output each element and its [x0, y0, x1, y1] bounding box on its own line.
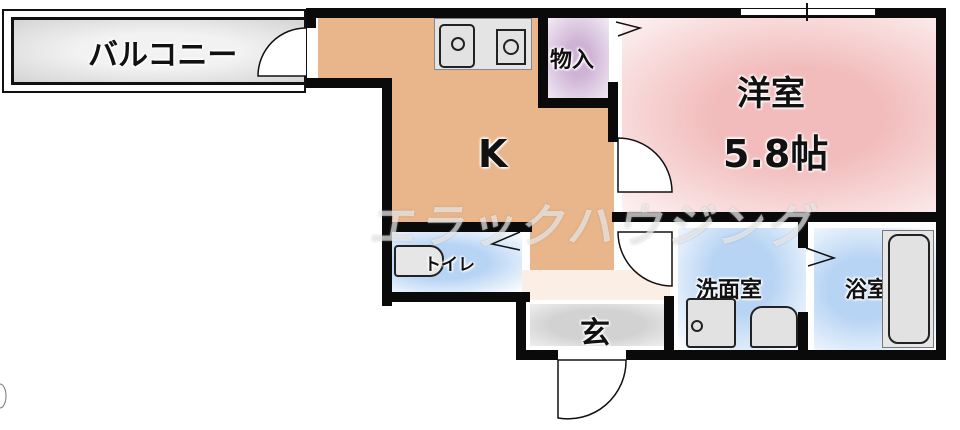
wall: [516, 350, 558, 360]
storage-door-icon: [615, 21, 643, 37]
wall: [612, 212, 946, 222]
wall: [798, 312, 808, 352]
wall: [664, 296, 674, 356]
wall: [306, 78, 392, 88]
storage-area: [547, 18, 609, 100]
stove-icon: [496, 29, 526, 65]
wall: [382, 292, 530, 302]
window-divider: [806, 3, 808, 21]
stove-burner-icon: [503, 39, 519, 55]
wall: [516, 296, 526, 360]
wall: [538, 18, 548, 108]
wall: [798, 218, 808, 248]
balcony-label: バルコニー: [88, 38, 238, 73]
bathroom-label: 浴室: [845, 278, 890, 303]
wall: [306, 8, 946, 18]
western-room-size: 5.8帖: [723, 132, 829, 176]
western-room-area: [622, 18, 942, 214]
storage-label: 物入: [550, 48, 595, 73]
bathroom-door-icon: [805, 247, 837, 267]
wall: [382, 222, 532, 232]
washing-machine-drain-icon: [691, 320, 703, 332]
western-room-door-icon: [617, 137, 673, 193]
wall: [626, 350, 946, 360]
edge-mark-icon: [0, 383, 7, 409]
toilet-label: トイレ: [424, 255, 475, 275]
wall: [936, 8, 946, 360]
window-icon: [740, 8, 876, 16]
balcony-door-icon: [257, 27, 307, 77]
washbasin-icon: [750, 306, 798, 348]
entrance-area: [530, 304, 664, 346]
western-room-label: 洋室: [737, 74, 805, 114]
sink-drain-icon: [451, 37, 465, 51]
toilet-door-icon: [489, 231, 521, 251]
wall: [382, 78, 392, 306]
entrance-label: 玄: [580, 316, 610, 351]
kitchen-label: K: [478, 132, 508, 176]
watermark: エラックハウジング: [366, 199, 824, 253]
wall: [608, 82, 618, 142]
bathtub-icon: [888, 234, 930, 344]
washroom-door-icon: [617, 231, 673, 287]
wall: [538, 98, 616, 108]
toilet-fixture-icon: [394, 245, 444, 277]
entrance-door-icon: [557, 359, 627, 420]
wall: [306, 8, 316, 28]
